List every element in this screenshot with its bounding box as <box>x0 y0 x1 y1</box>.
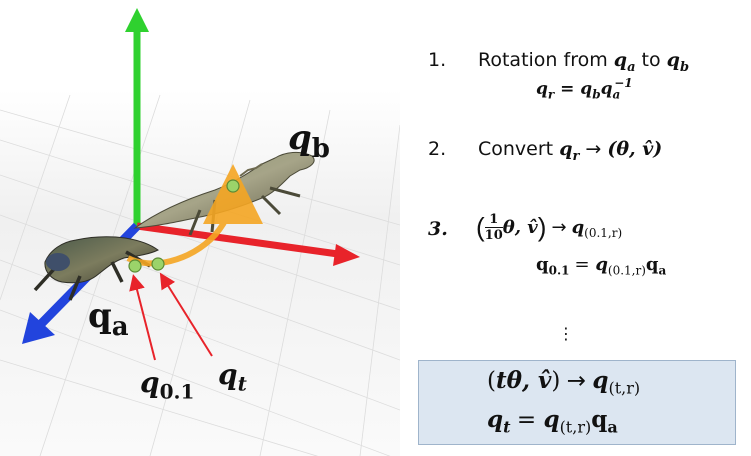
step-2-label: Convert <box>478 138 554 160</box>
pointer-qt <box>159 272 213 357</box>
step-3-number: 3. <box>428 218 448 240</box>
step-2-text: Convert qr → (θ, v̂) <box>478 138 663 164</box>
label-qb-sub: b <box>311 133 330 164</box>
label-q01-sub: 0.1 <box>159 379 195 404</box>
lizard-a-image <box>33 236 159 301</box>
step-3-formula-b: q0.1 = q(0.1,r)qa <box>536 254 667 278</box>
box-formula-a: (tθ, v̂) → q(t,r) <box>487 367 641 398</box>
label-qb: qb <box>288 118 330 164</box>
x-axis-arrowhead <box>333 244 360 266</box>
label-qt-main: q <box>218 358 238 391</box>
label-qb-main: q <box>288 118 312 158</box>
step-1-number: 1. <box>428 49 447 71</box>
point-qb <box>226 179 240 193</box>
step-2-number: 2. <box>428 138 447 160</box>
step-1-to: to <box>641 49 661 71</box>
general-formula-box <box>418 360 736 445</box>
rotation-scene <box>0 8 400 456</box>
point-q01 <box>128 259 142 273</box>
y-axis-arrowhead <box>125 8 149 32</box>
ellipsis: ⋮ <box>558 324 574 343</box>
step-1-label: Rotation from <box>478 49 608 71</box>
step-1-formula: qr = qbqa−1 <box>536 76 633 102</box>
interpolation-arc <box>126 164 263 267</box>
label-qa-sub: a <box>111 311 129 342</box>
z-axis-arrowhead <box>22 312 55 344</box>
step-1-text: Rotation from qa to qb <box>478 49 690 75</box>
label-qa: qa <box>88 296 129 342</box>
point-qt <box>151 257 165 271</box>
label-q01-main: q <box>140 366 160 399</box>
pointer-q01 <box>129 274 156 361</box>
label-qt: qt <box>218 358 247 396</box>
label-q01: q0.1 <box>140 366 194 404</box>
label-qt-sub: t <box>237 371 247 396</box>
box-formula-b: qt = q(t,r)qa <box>487 406 618 437</box>
label-qa-main: q <box>88 296 112 336</box>
